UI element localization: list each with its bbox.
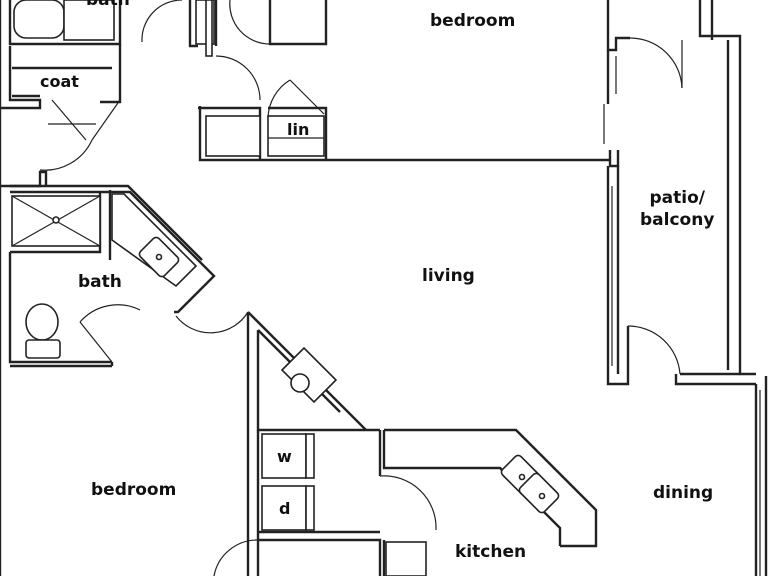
room-label-bath-top: bath <box>86 0 130 10</box>
room-label-patio: patio/ balcony <box>640 188 715 230</box>
doors <box>39 0 761 576</box>
room-label-bedroom-top: bedroom <box>430 11 516 31</box>
room-label-dryer: d <box>279 499 291 518</box>
room-label-living: living <box>422 266 475 286</box>
room-label-kitchen: kitchen <box>455 542 527 562</box>
room-label-coat: coat <box>40 72 79 91</box>
room-label-washer: w <box>277 447 292 466</box>
fixtures <box>11 0 560 576</box>
room-label-dining: dining <box>653 483 714 503</box>
room-label-bedroom: bedroom <box>91 480 177 500</box>
room-label-bath: bath <box>78 272 122 292</box>
room-label-linen: lin <box>287 120 310 139</box>
